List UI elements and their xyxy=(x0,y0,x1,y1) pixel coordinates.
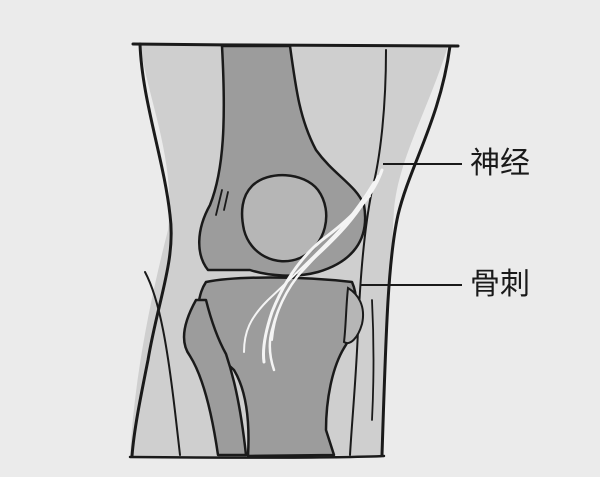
leg-right-outline xyxy=(380,44,452,457)
leg-right-shading xyxy=(371,299,375,421)
leg-inner-right-contour xyxy=(349,49,387,456)
nerve-label: 神经 xyxy=(470,146,530,181)
leg-left-outline xyxy=(130,42,173,458)
leg-top-edge xyxy=(131,42,460,48)
femur-notch-mark xyxy=(215,189,229,216)
leg-inner-left-contour xyxy=(144,271,181,456)
fibula xyxy=(182,298,248,457)
leg-bottom-edge xyxy=(128,454,386,459)
nerve-strands xyxy=(243,168,384,372)
bone-spur xyxy=(342,286,364,344)
bone-spur-label: 骨刺 xyxy=(470,267,530,302)
